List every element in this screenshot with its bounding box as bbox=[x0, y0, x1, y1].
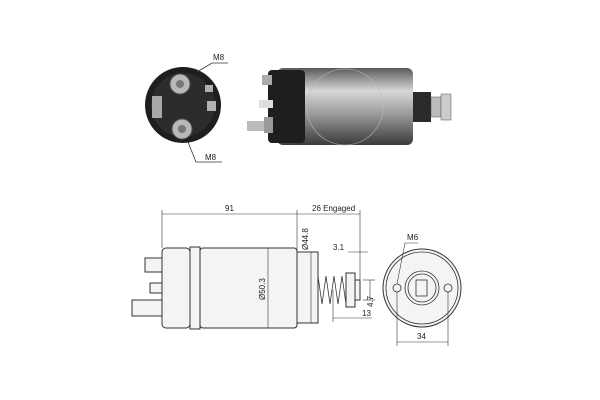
dimension-lines bbox=[161, 210, 375, 328]
m8-bottom-leader bbox=[187, 141, 222, 163]
dim-engaged: 26 Engaged bbox=[312, 204, 355, 213]
photo-side-view bbox=[247, 68, 452, 146]
dim-plunger-length: 13 bbox=[362, 309, 371, 318]
dim-body-diameter: Ø50.3 bbox=[258, 278, 267, 300]
photo-end-view bbox=[145, 67, 221, 143]
dim-plunger-offset: 3.1 bbox=[333, 243, 345, 252]
m8-bottom-label: M8 bbox=[205, 153, 217, 162]
m8-top-leader bbox=[196, 62, 228, 73]
end-view-drawing bbox=[382, 242, 462, 346]
m8-top-label: M8 bbox=[213, 53, 225, 62]
side-drawing bbox=[131, 246, 361, 330]
dim-nose-diameter: Ø44.8 bbox=[301, 228, 310, 250]
watermark-logo bbox=[306, 68, 384, 146]
dim-hole-spacing: 34 bbox=[417, 332, 426, 341]
dim-length: 91 bbox=[225, 204, 234, 213]
dim-mount-thread: M6 bbox=[407, 233, 419, 242]
dim-plunger-width: 4.7 bbox=[366, 295, 375, 307]
